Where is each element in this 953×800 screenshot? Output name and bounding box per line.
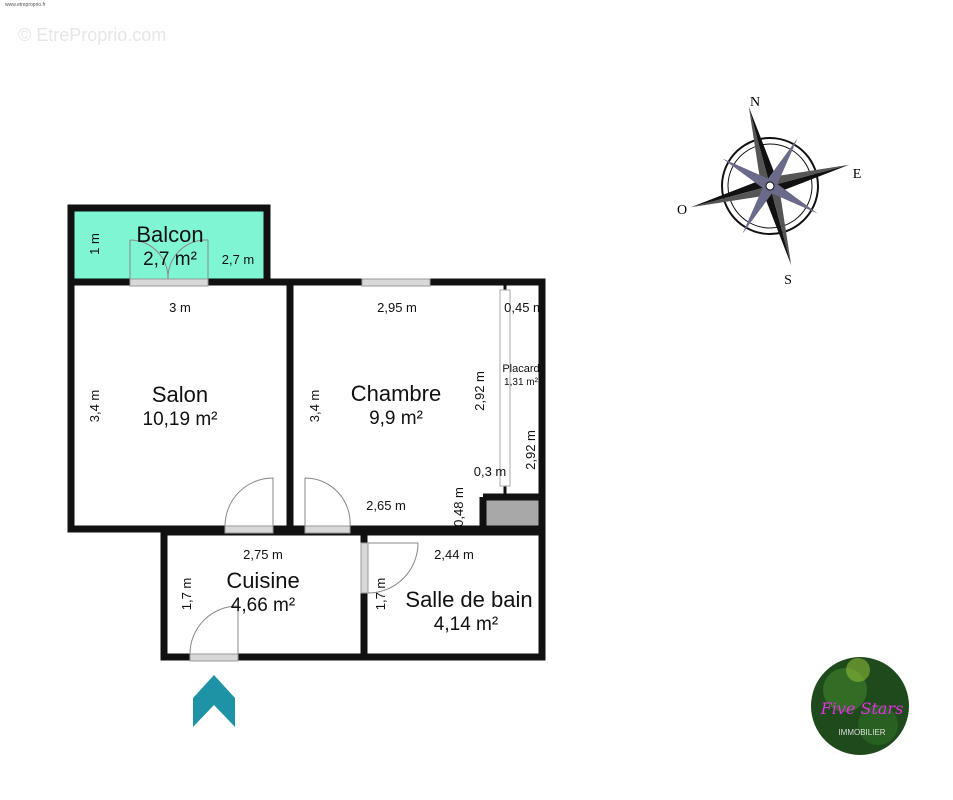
cuisine-name: Cuisine (226, 568, 299, 593)
entrance-arrow-icon (193, 675, 235, 727)
cuisine-area: 4,66 m² (231, 595, 295, 616)
logo-sub: IMMOBILIER (838, 728, 885, 737)
placard-depth: 2,92 m (523, 430, 538, 470)
compass-rose-icon (690, 106, 850, 266)
technical-block (486, 500, 542, 527)
chambre-step: 0,48 m (451, 487, 466, 527)
chambre-depth: 3,4 m (307, 390, 322, 423)
chambre-small-dim: 0,3 m (474, 464, 507, 479)
chambre-bottom-width: 2,65 m (366, 498, 406, 513)
salon-depth: 3,4 m (87, 390, 102, 423)
balcon-name: Balcon (136, 222, 203, 247)
sdb-name: Salle de bain (405, 587, 532, 612)
salon-area: 10,19 m² (143, 409, 218, 430)
compass-s: S (784, 273, 792, 288)
openings (129, 278, 511, 662)
chambre-side: 2,92 m (472, 371, 487, 411)
watermark-url: www.etreproprio.fr (5, 2, 46, 8)
watermark: © EtreProprio.com (18, 25, 166, 45)
compass-o: O (677, 203, 687, 218)
sdb-area: 4,14 m² (434, 614, 498, 635)
placard-area: 1,31 m² (504, 377, 539, 388)
placard-name: Placard (502, 363, 539, 375)
logo-script: Five Stars (820, 699, 904, 718)
placard-width: 0,45 m (504, 300, 544, 315)
cuisine-depth: 1,7 m (179, 578, 194, 611)
balcon-width: 2,7 m (222, 252, 255, 267)
chambre-area: 9,9 m² (369, 408, 423, 429)
sdb-depth: 1,7 m (373, 578, 388, 611)
salon-name: Salon (152, 382, 208, 407)
cuisine-width: 2,75 m (243, 547, 283, 562)
sdb-width: 2,44 m (434, 547, 474, 562)
chambre-name: Chambre (351, 381, 441, 406)
salon-width: 3 m (169, 300, 191, 315)
chambre-width: 2,95 m (377, 300, 417, 315)
five-stars-logo: Five Stars IMMOBILIER (811, 657, 909, 755)
compass-e: E (853, 167, 862, 182)
compass-n: N (750, 95, 760, 110)
door-swings (129, 239, 419, 655)
balcon-area: 2,7 m² (143, 249, 197, 270)
balcon-depth: 1 m (87, 233, 102, 255)
